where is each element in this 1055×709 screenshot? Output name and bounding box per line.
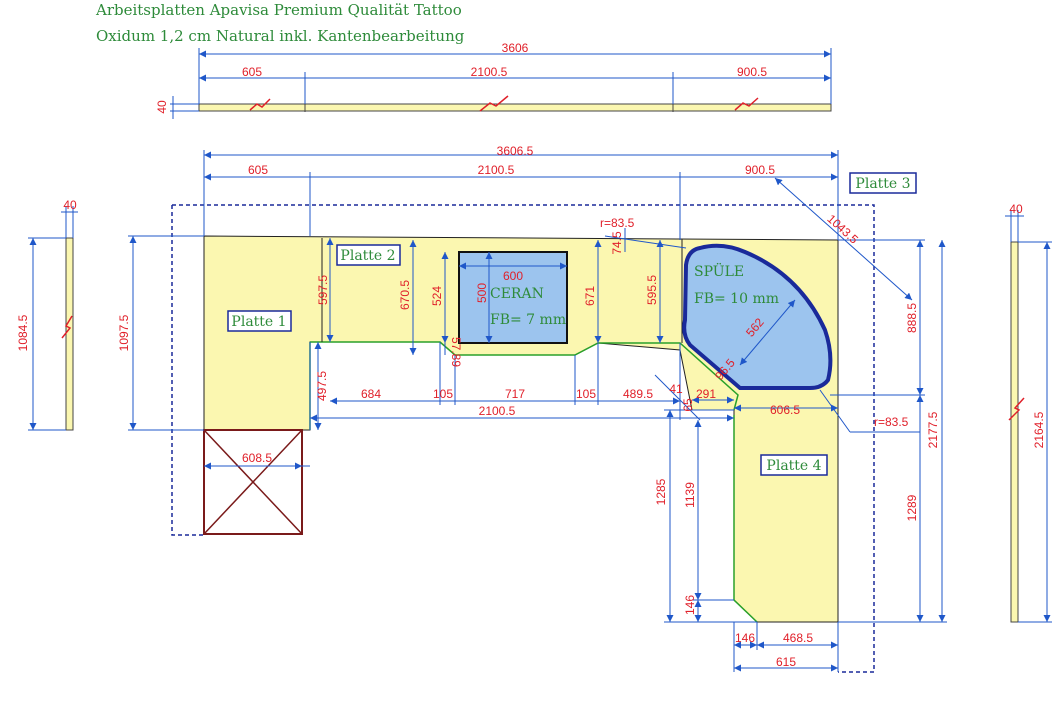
dim-595-5: 595.5 xyxy=(645,275,659,305)
dim-671: 671 xyxy=(583,286,597,306)
dim-1139: 1139 xyxy=(683,482,697,508)
bottom-dim-105a: 105 xyxy=(433,387,453,401)
bottom-p4-146: 146 xyxy=(735,631,755,645)
dim-524: 524 xyxy=(430,286,444,306)
left-strip: 40 1084.5 xyxy=(16,198,78,431)
dim-888-5: 888.5 xyxy=(905,303,919,333)
plan-seg-3: 900.5 xyxy=(745,163,775,177)
right-strip: 40 2164.5 xyxy=(1005,202,1052,623)
top-strip: 3606 605 2100.5 900.5 40 xyxy=(155,41,832,119)
top-strip-seg-3: 900.5 xyxy=(737,65,767,79)
dim-1285: 1285 xyxy=(654,478,668,505)
platte-2-label: Platte 2 xyxy=(336,244,401,266)
left-strip-length: 1084.5 xyxy=(16,314,30,351)
left-strip-thickness: 40 xyxy=(63,198,77,212)
svg-text:Platte 4: Platte 4 xyxy=(766,458,821,474)
dim-57-89: 57.89 xyxy=(449,337,463,367)
bottom-dim-717: 717 xyxy=(505,387,525,401)
dim-606-5: 606.5 xyxy=(770,403,800,417)
countertop-plan: Platte 1 Platte 2 Platte 3 Platte 4 CERA… xyxy=(117,144,947,673)
dim-65: 65 xyxy=(681,398,695,412)
right-strip-length: 2164.5 xyxy=(1032,411,1046,448)
title-line-2: Oxidum 1,2 cm Natural inkl. Kantenbearbe… xyxy=(96,27,465,45)
dim-1289: 1289 xyxy=(905,494,919,521)
bottom-dim-105b: 105 xyxy=(576,387,596,401)
svg-text:Platte 2: Platte 2 xyxy=(340,248,395,264)
break-mark-icon xyxy=(61,315,73,339)
platte-1-label: Platte 1 xyxy=(227,310,292,332)
radius-top: r=83.5 xyxy=(600,216,635,230)
dim-1097-5: 1097.5 xyxy=(117,314,131,351)
bottom-dim-684: 684 xyxy=(361,387,381,401)
top-strip-slab xyxy=(198,103,832,112)
top-strip-seg-1: 605 xyxy=(242,65,262,79)
left-strip-slab xyxy=(65,237,74,431)
title-line-1: Arbeitsplatten Apavisa Premium Qualität … xyxy=(96,1,462,19)
dim-146-vertical: 146 xyxy=(683,595,697,615)
ceran-width: 600 xyxy=(503,269,523,283)
bottom-dim-489-5: 489.5 xyxy=(623,387,653,401)
top-strip-seg-2: 2100.5 xyxy=(471,65,508,79)
break-mark-icon xyxy=(1008,397,1025,421)
dim-608-5: 608.5 xyxy=(242,451,272,465)
svg-text:Platte 1: Platte 1 xyxy=(231,314,286,330)
platte-3-label: Platte 3 xyxy=(849,172,917,194)
plan-seg-2: 2100.5 xyxy=(478,163,515,177)
top-strip-thickness: 40 xyxy=(155,100,169,114)
plan-total: 3606.5 xyxy=(497,144,534,158)
room-boundary xyxy=(171,204,875,673)
dimension-lines xyxy=(128,150,947,672)
cross-box xyxy=(203,429,303,535)
svg-text:Platte 3: Platte 3 xyxy=(855,176,910,192)
plan-seg-1: 605 xyxy=(248,163,268,177)
platte-4-label: Platte 4 xyxy=(760,454,828,476)
break-mark-icon xyxy=(249,95,759,112)
ceran-fb: FB= 7 mm xyxy=(490,312,566,328)
top-strip-total: 3606 xyxy=(502,41,529,55)
right-strip-thickness: 40 xyxy=(1009,202,1023,216)
spuele-name: SPÜLE xyxy=(694,262,744,280)
ceran-name: CERAN xyxy=(490,286,544,302)
dim-597-5: 597.5 xyxy=(316,275,330,305)
dim-2100-5-bottom: 2100.5 xyxy=(479,404,516,418)
bottom-dim-41: 41 xyxy=(669,382,683,396)
dim-670-5: 670.5 xyxy=(398,280,412,310)
ceran-height: 500 xyxy=(475,283,489,303)
dim-2177-5: 2177.5 xyxy=(926,411,940,448)
dim-74-5: 74.5 xyxy=(610,231,624,255)
dim-615: 615 xyxy=(776,655,796,669)
dim-497-5: 497.5 xyxy=(315,371,329,401)
radius-bottom: r=83.5 xyxy=(874,415,909,429)
drawing-title: Arbeitsplatten Apavisa Premium Qualität … xyxy=(96,0,464,49)
spuele-fb: FB= 10 mm xyxy=(694,291,779,307)
right-strip-slab xyxy=(1010,241,1019,623)
bottom-dim-291: 291 xyxy=(696,387,716,401)
bottom-p4-468-5: 468.5 xyxy=(783,631,813,645)
